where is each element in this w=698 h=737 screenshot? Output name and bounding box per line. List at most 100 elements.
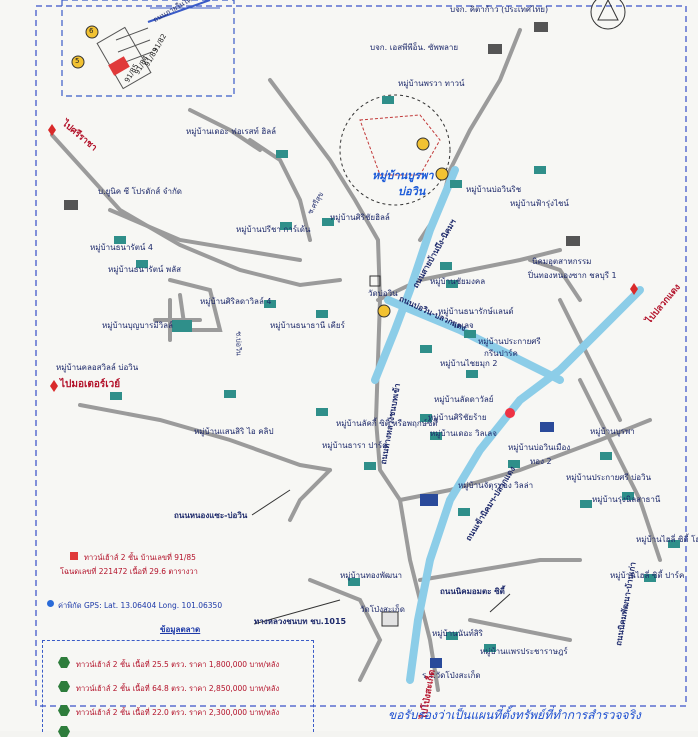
factory-icon [64,200,78,210]
label-thong2: ทอง 2 [530,457,552,466]
house-icon [430,432,442,440]
label-cross-river: หมู่บ้านคลอสวิลล์ บ่อวิน [56,363,139,372]
factory-markers [64,22,580,246]
label-highway: ทางหลวงชนบท ชบ.1015 [254,617,347,626]
house-icon [348,578,360,586]
certification-note: ขอรับรองว่าเป็นแผนที่ตั้งทรัพย์ที่ทำการส… [388,708,641,722]
marker-1-icon [377,304,391,318]
label-nikom-road: ถนนนิคมอมตะ ซิตี้ [440,587,505,596]
label-prakaisri-bowin: หมู่บ้านประกายศรี บ่อวิน [566,473,652,482]
label-deo: หมู่บ้านเดอะ วิลเลจ [430,429,497,438]
marker-6-number: 6 [89,27,94,35]
label-uniq: บ.ยูนิค ซี โปรดักส์ จำกัด [98,187,182,196]
house-icon [668,540,680,548]
label-home-ok: หมู่บ้านไฮลี่ ซิตี้ โฮม [636,535,698,544]
house-icon [364,462,376,470]
house-icon [600,452,612,460]
house-icon [446,280,458,288]
store-icon [540,422,554,432]
subject-legend-label: ทาวน์เฮ้าส์ 2 ชั้น บ้านเลขที่ 91/85 [84,553,196,562]
label-industrial: นิคมอุตสาหกรรม [532,257,592,266]
label-thong-villa: หมู่บ้านจัตุรทอง วิลล่า [458,481,534,490]
label-bu-tha: หมู่บ้านบูรพา [590,427,635,436]
house-icon [580,500,592,508]
label-school: ร.ร.วัดโป่งสะเก็ด [422,671,481,680]
label-thara: หมู่บ้านธารา ปาร์ค [322,441,388,450]
house-icon [534,166,546,174]
marker-5-number: 5 [75,57,80,65]
house-icon [110,392,122,400]
site-plan [359,114,441,176]
label-tharat-land: หมู่บ้านธนารักษ์แลนด์ [438,307,514,316]
pin-motorway-icon [50,380,58,392]
inset-box [61,0,235,97]
house-markers [110,96,680,652]
house-icon [420,414,432,422]
factory-icon [566,236,580,246]
market-hex-icon [58,657,70,668]
house-icon [136,260,148,268]
label-sirichai: หมู่บ้านศิริชัยฮิลล์ [330,213,390,222]
label-green: กรีนปาร์ค [484,349,518,358]
house-icon [224,390,236,398]
pin-pattaya-icon [630,283,638,295]
label-wat-bowin: วัดบ่อวิน [368,289,398,298]
marker-5-icon [71,55,85,69]
label-wile: วิลเลจ [452,321,474,330]
compass-icon [590,0,626,30]
house-icon [484,644,496,652]
market-info-box [42,640,314,732]
gps-label: ค่าพิกัด GPS: Lat. 13.06404 Long. 101.06… [58,601,223,610]
label-thana4: หมู่บ้านธนารัตน์ 4 [90,243,154,252]
school-icon [430,658,442,668]
label-sk: บจก. เอสพีพีอ็น. ซัพพลาย [370,43,459,52]
map-border [35,5,687,707]
label-siri-thai: หมู่บ้านศิริชัยร้าย [428,413,487,422]
temple-icon [369,275,381,287]
house-icon [172,320,192,332]
label-prakai: หมู่บ้านประกายศรี [478,337,541,346]
marker-6-icon [85,25,99,39]
marker-2-icon [435,167,449,181]
market-hex-icon [58,705,70,716]
label-tokai: บจก. คิตาก้าว (ประเทศไทย) [450,5,549,14]
label-forest-hills: หมู่บ้านเดอะ ฟอเรสท์ ฮิลล์ [186,127,277,136]
inset-lots [96,26,153,90]
market-hex-icon [58,681,70,692]
label-pracha: หมู่บ้านแพรประชาราษฎร์ [480,647,568,656]
label-thana-plus: หมู่บ้านธนารัตน์ พลัส [108,265,181,274]
label-wat-pong: วัดโป่งสะเก็ด [360,605,405,614]
house-icon [508,460,520,468]
label-sirilada: หมู่บ้านศิริลดาวิลล์ 4 [200,297,272,306]
temple-pong-icon [381,611,399,627]
label-chaimuk: หมู่บ้านไชยมุก 2 [440,359,498,368]
local-roads [50,28,662,692]
house-icon [316,408,328,416]
house-icon [276,150,288,158]
market-title: ข้อมูลตลาด [160,625,201,634]
label-thong-hin: หมู่บ้านทองพัฒนา [340,571,403,580]
blue-main-road-east [384,296,564,384]
house-icon [264,300,276,308]
fuel-icon [505,408,515,418]
label-motorway: ไปมอเตอร์เวย์ [60,379,121,390]
label-thanathanee: หมู่บ้านธนาธานี เคียร์ [270,321,345,330]
label-pruksa: หมู่บ้านปรีชา การ์เด้น [236,225,311,234]
label-san: หมู่บ้านแสนสิริ ไอ คลิป [194,427,274,436]
house-icon [466,370,478,378]
label-industrial2: ปิ่นทองหนองซาก ชลบุรี 1 [528,271,617,280]
deed-label: โฉนดเลขที่ 221472 เนื้อที่ 29.6 ตารางวา [60,567,198,576]
house-icon [622,492,634,500]
subject-legend-icon [70,552,78,560]
label-nong-saeng-road: ถนนหนองแซะ-บ่อวิน [174,511,248,520]
pin-siracha-icon [48,124,56,136]
site-circle [339,94,451,206]
house-icon [382,96,394,104]
house-icon [114,236,126,244]
label-bowin-rich: หมู่บ้านบ่อวินริช [466,185,522,194]
house-icon [322,218,334,226]
factory-icon [488,44,502,54]
house-icon [450,180,462,188]
